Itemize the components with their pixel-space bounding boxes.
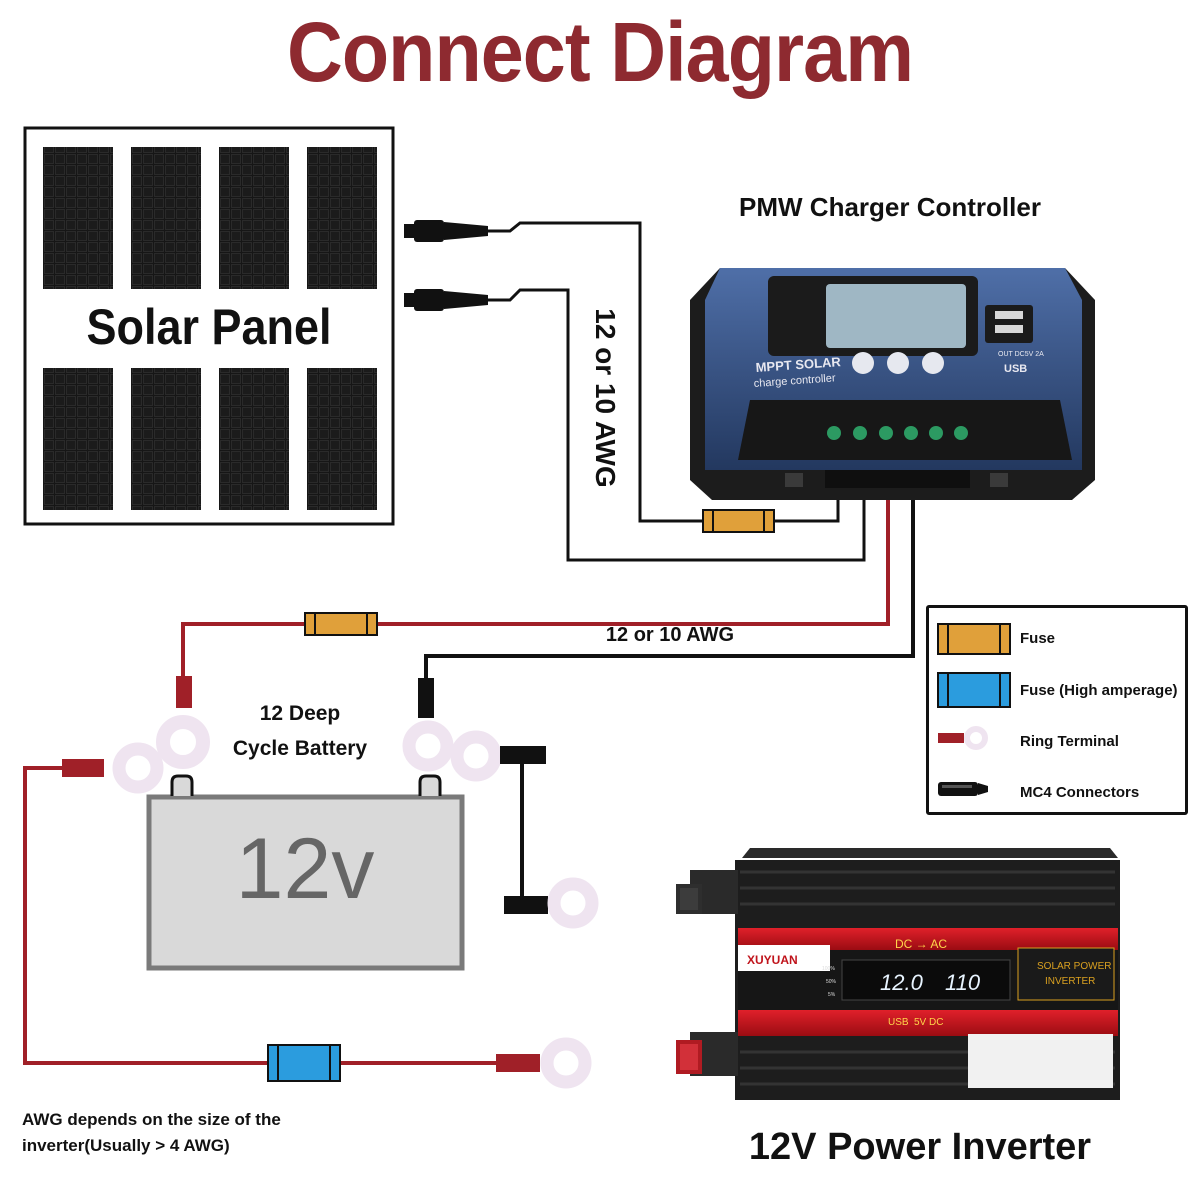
ring-terminal-crimp: [62, 759, 104, 777]
inverter-dc-ac: DC → AC: [895, 937, 947, 951]
solar-cell-block: [307, 368, 377, 510]
ring-terminal-icon: [540, 1037, 592, 1089]
ring-terminal-crimp: [418, 678, 434, 718]
inverter-brand: XUYUAN: [747, 953, 798, 967]
high-amp-fuse-icon: [937, 672, 1011, 708]
wire-controller-battery-negative: [424, 498, 915, 680]
battery-label-line1: 12 Deep: [259, 702, 341, 725]
ring-terminal-crimp: [496, 1054, 540, 1072]
wire-battery-inverter-positive: [23, 766, 268, 1065]
inverter-label: 12V Power Inverter: [748, 1126, 1092, 1168]
controller-usb-spec: OUT DC5V 2A: [998, 351, 1044, 358]
legend-label-high-amp-fuse: Fuse (High amperage): [1020, 682, 1178, 699]
wire-panel-positive-2: [774, 492, 840, 523]
inverter-display-value-2: 110: [945, 970, 981, 995]
battery: [146, 774, 465, 971]
high-amp-fuse-icon: [267, 1044, 341, 1082]
ring-terminal-icon: [938, 726, 988, 750]
wire-gauge-label-panel: 12 or 10 AWG: [590, 308, 621, 488]
ring-terminal-crimp: [176, 676, 192, 708]
legend-label-mc4: MC4 Connectors: [1020, 784, 1140, 801]
controller-face-subtitle: charge controller: [753, 372, 836, 390]
inverter-panel-title-1: SOLAR POWER: [1037, 961, 1111, 972]
inverter-usb-volt: 5V DC: [914, 1017, 943, 1028]
inverter-display-value: 12.0: [880, 970, 924, 995]
controller-label: PMW Charger Controller: [739, 192, 1041, 222]
ring-terminal-icon: [402, 720, 454, 772]
solar-cell-block: [43, 147, 113, 289]
wire-gauge-label-battery: 12 or 10 AWG: [605, 624, 735, 646]
wire-controller-battery-positive: [378, 498, 890, 626]
wire-panel-negative: [488, 288, 866, 562]
inverter-panel-title-2: INVERTER: [1045, 976, 1095, 987]
ring-terminal-icon: [156, 715, 210, 769]
inverter-tick-50: 50%: [826, 979, 837, 985]
legend-label-fuse: Fuse: [1020, 630, 1056, 647]
legend-label-ring-terminal: Ring Terminal: [1020, 733, 1119, 750]
fuse-icon: [702, 509, 775, 533]
mc4-connector-negative: [404, 289, 488, 311]
note-line2: inverter(Usually > 4 AWG): [22, 1136, 230, 1155]
wire-panel-positive: [488, 221, 703, 523]
page-title: Connect Diagram: [286, 5, 914, 99]
solar-cell-block: [307, 147, 377, 289]
charge-controller: MPPT SOLAR charge controller OUT DC5V 2A…: [690, 268, 1095, 500]
fuse-icon: [937, 623, 1011, 655]
solar-cell-block: [219, 368, 289, 510]
solar-cell-block: [43, 368, 113, 510]
solar-panel: [23, 126, 395, 526]
solar-cell-block: [219, 147, 289, 289]
inverter-tick-100: 100%: [822, 966, 835, 972]
controller-face-title: MPPT SOLAR: [755, 354, 842, 375]
solar-panel-label: Solar Panel: [86, 299, 332, 355]
battery-label-line2: Cycle Battery: [232, 737, 368, 760]
note-line1: AWG depends on the size of the: [22, 1110, 281, 1129]
ring-terminal-icon: [547, 877, 599, 929]
power-inverter: XUYUAN DC → AC SOLAR POWER INVERTER 12.0…: [676, 848, 1120, 1100]
inverter-usb: USB: [888, 1017, 909, 1028]
battery-voltage: 12v: [235, 821, 375, 917]
mc4-connector-icon: [938, 782, 988, 796]
ring-terminal-icon: [450, 730, 502, 782]
inverter-tick-5: 5%: [828, 992, 836, 998]
solar-cell-block: [131, 368, 201, 510]
controller-usb-label: USB: [1004, 363, 1027, 375]
legend-icons: [937, 623, 1011, 796]
fuse-icon: [304, 612, 378, 636]
wire-controller-battery-positive-2: [181, 622, 305, 678]
solar-cell-block: [131, 147, 201, 289]
ring-terminal-icon: [112, 742, 164, 794]
mc4-connector-positive: [404, 220, 488, 242]
